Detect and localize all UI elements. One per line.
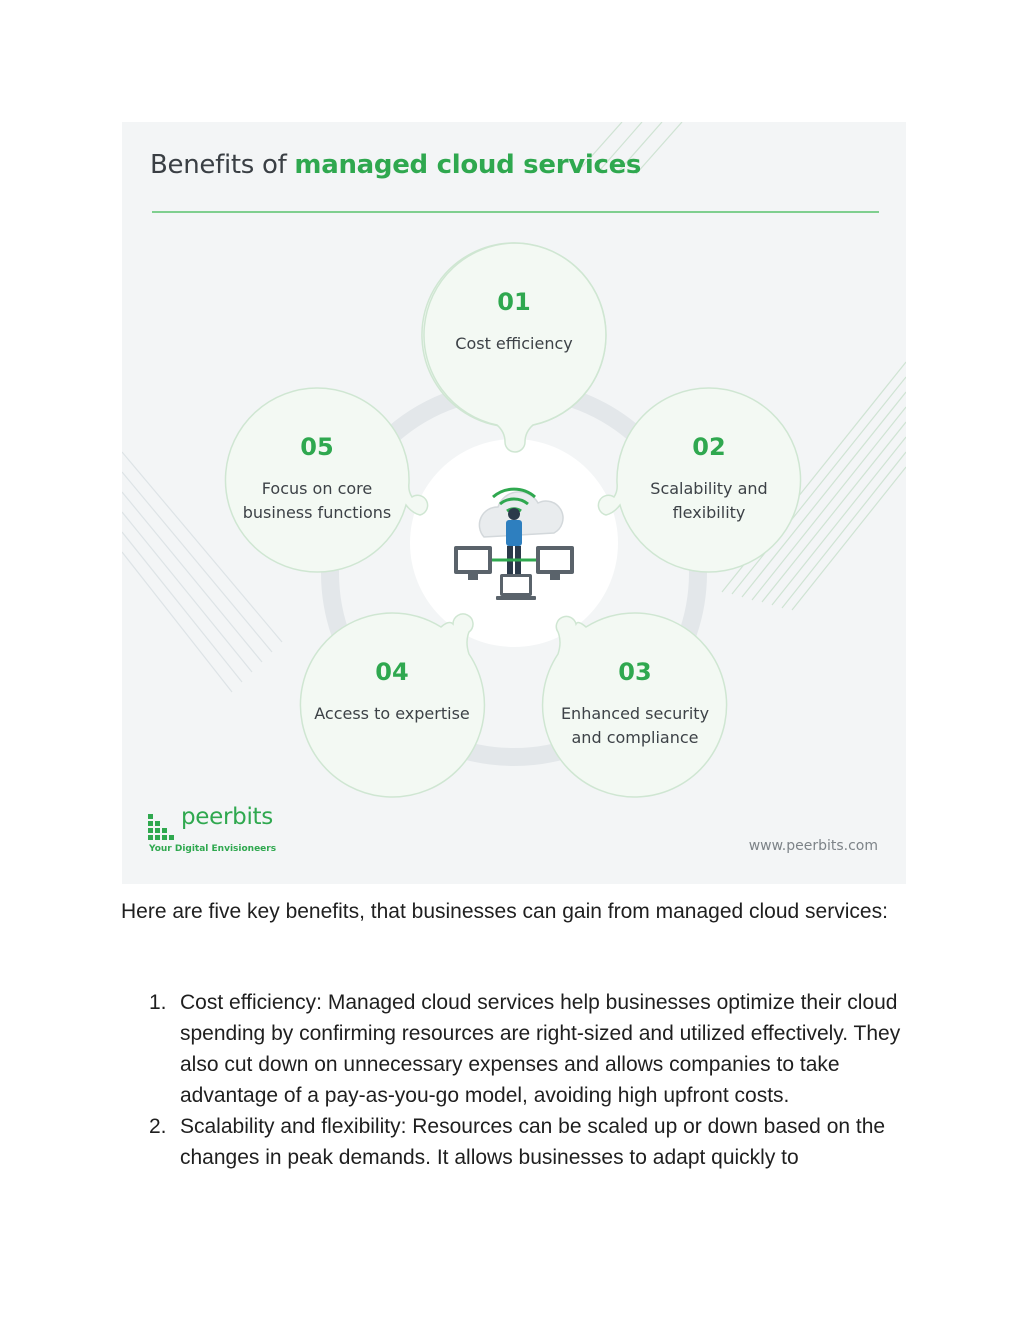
list-item-text: Scalability and flexibility: Resources c… [180, 1115, 886, 1169]
bubble-label: Scalability and flexibility [650, 479, 768, 522]
cloud-network-illustration [454, 487, 574, 600]
infographic-title: Benefits of managed cloud services [150, 150, 641, 180]
infographic: Benefits of managed cloud services 01 Co… [122, 122, 906, 884]
bubble-label: Access to expertise [314, 704, 470, 723]
brand-name: peerbits [181, 804, 273, 830]
bubble-number: 05 [300, 433, 334, 461]
bubble-number: 02 [692, 433, 726, 461]
list-marker: 1. [149, 991, 167, 1014]
benefits-list: 1. Cost efficiency: Managed cloud servic… [121, 987, 911, 1173]
bubble-shape [423, 242, 607, 453]
bubble-shape [541, 612, 728, 798]
benefit-bubble-02: 02 Scalability and flexibility [597, 387, 802, 573]
website-url: www.peerbits.com [748, 838, 878, 854]
title-highlight: managed cloud services [294, 150, 642, 180]
title-prefix: Benefits of [150, 150, 295, 180]
bubble-shape [299, 612, 486, 798]
bubble-number: 03 [618, 658, 652, 686]
benefit-bubble-05: 05 Focus on core business functions [224, 387, 429, 573]
list-marker: 2. [149, 1115, 167, 1138]
brand-tagline: Your Digital Envisioneers [149, 844, 277, 854]
bubble-number: 04 [375, 658, 409, 686]
benefit-bubble-01: 01 Cost efficiency [421, 242, 607, 453]
bubble-label: Focus on core business functions [242, 479, 392, 522]
benefit-bubble-03: 03 Enhanced security and compliance [541, 612, 728, 798]
bubble-number: 01 [497, 288, 531, 316]
title-divider [152, 211, 879, 213]
benefit-bubble-04: 04 Access to expertise [299, 612, 486, 798]
bubble-label: Cost efficiency [455, 334, 573, 353]
list-item: 2. Scalability and flexibility: Resource… [121, 1111, 911, 1173]
peerbits-logo-icon [148, 814, 174, 840]
bubble-shape [224, 387, 429, 573]
list-item: 1. Cost efficiency: Managed cloud servic… [121, 987, 911, 1111]
bubble-shape [597, 387, 802, 573]
intro-paragraph: Here are five key benefits, that busines… [121, 900, 888, 923]
list-item-text: Cost efficiency: Managed cloud services … [180, 991, 901, 1107]
bubble-label: Enhanced security and compliance [560, 704, 710, 747]
